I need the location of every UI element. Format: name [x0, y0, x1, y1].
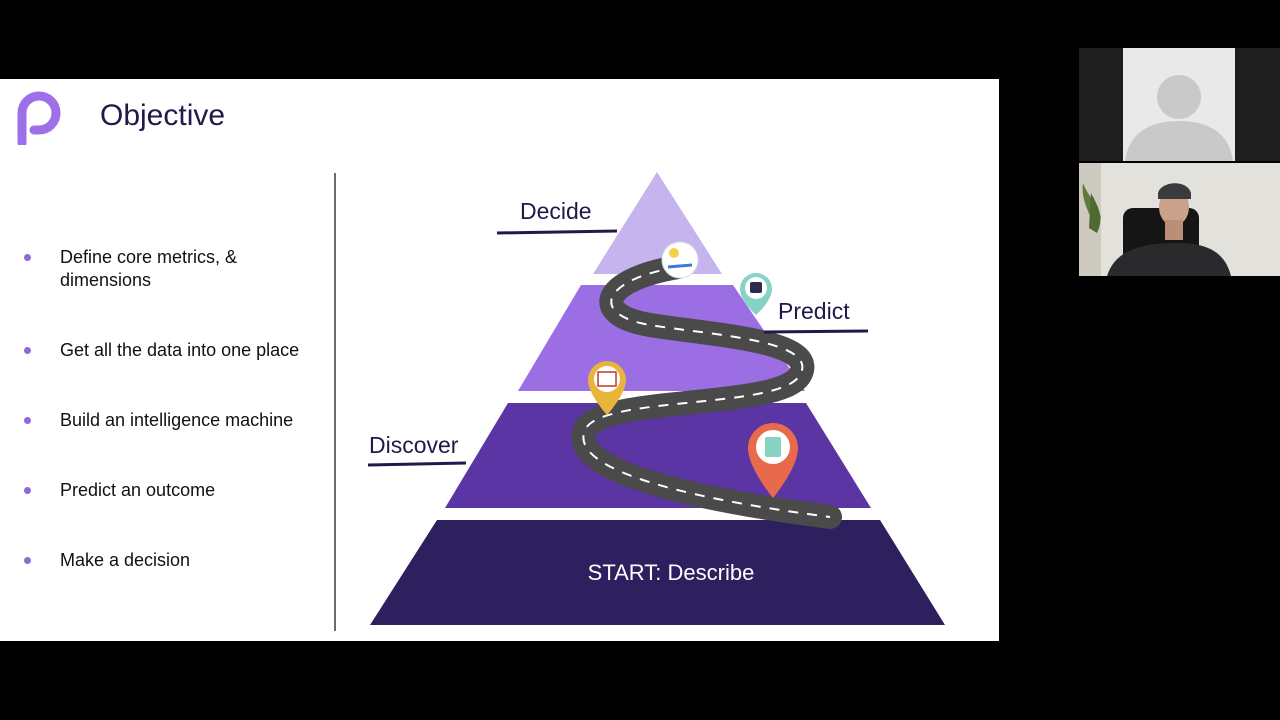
label-discover: Discover [369, 432, 459, 458]
slide-title: Objective [100, 99, 226, 132]
participant-video-tile[interactable] [1079, 48, 1280, 161]
report-icon [597, 371, 617, 387]
list-item: Define core metrics, & dimensions [24, 246, 324, 292]
bullet-text: Build an intelligence machine [60, 410, 294, 430]
bullet-dot-icon [24, 487, 31, 494]
list-item: Build an intelligence machine [24, 409, 324, 432]
document-icon [765, 437, 781, 457]
bullet-text: Make a decision [60, 550, 191, 570]
lightbulb-icon [661, 241, 699, 279]
bullet-dot-icon [24, 557, 31, 564]
pyramid-diagram: Decide Predict Discover START: Describe [367, 172, 945, 625]
tier-decide [593, 172, 722, 274]
bullet-dot-icon [24, 417, 31, 424]
vertical-divider [334, 173, 336, 631]
bullet-dot-icon [24, 254, 31, 261]
label-start-describe: START: Describe [588, 560, 755, 585]
robot-icon [750, 282, 762, 293]
bullet-dot-icon [24, 347, 31, 354]
user-avatar-icon [1125, 75, 1233, 161]
label-predict: Predict [778, 298, 850, 324]
presenter-video [1079, 163, 1280, 276]
bullet-text: Get all the data into one place [60, 340, 300, 360]
logo-p-icon [17, 91, 61, 145]
location-pin-icon [748, 423, 798, 498]
avatar [1123, 48, 1235, 161]
list-item: Predict an outcome [24, 479, 324, 502]
list-item: Get all the data into one place [24, 339, 324, 362]
list-item: Make a decision [24, 549, 324, 572]
bullet-text: Predict an outcome [60, 480, 216, 500]
presentation-slide: Objective Define core metrics, & dimensi… [0, 79, 999, 641]
presenter-video-tile[interactable] [1079, 163, 1280, 276]
bullet-text: Define core metrics, & dimensions [60, 247, 238, 290]
location-pin-icon [588, 361, 626, 415]
location-pin-icon [740, 273, 772, 315]
tier-describe [370, 520, 945, 625]
label-decide: Decide [520, 198, 592, 224]
road-icon [571, 255, 842, 529]
